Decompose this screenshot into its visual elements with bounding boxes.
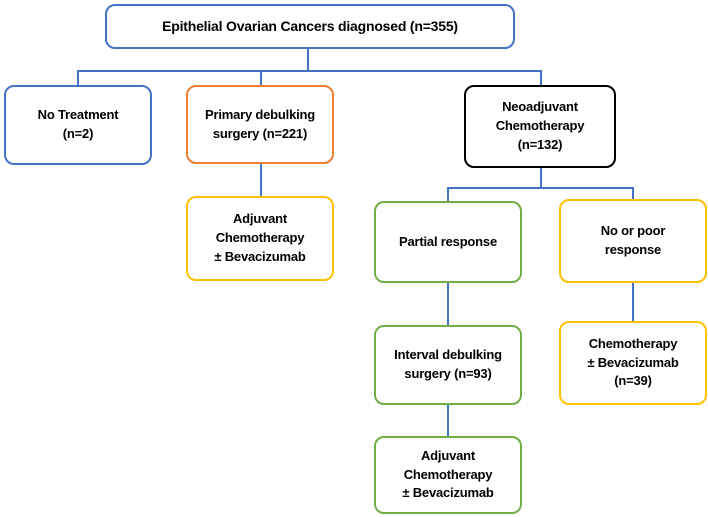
node-line: ± Bevacizumab xyxy=(402,485,494,501)
node-line: Epithelial Ovarian Cancers diagnosed (n=… xyxy=(162,18,458,35)
node-line: Chemotherapy xyxy=(495,118,585,134)
node-line: No Treatment xyxy=(37,107,119,123)
connector-row1-bus xyxy=(77,70,542,72)
node-line: Chemotherapy xyxy=(215,230,305,246)
node-no-treatment[interactable]: No Treatment (n=2) xyxy=(4,85,152,165)
node-line: response xyxy=(604,242,662,257)
node-interval-debulking-surgery[interactable]: Interval debulking surgery (n=93) xyxy=(374,325,522,405)
node-primary-debulking-surgery[interactable]: Primary debulking surgery (n=221) xyxy=(186,85,334,164)
connector-root-stem xyxy=(307,48,309,70)
node-neoadjuvant-chemotherapy[interactable]: Neoadjuvant Chemotherapy (n=132) xyxy=(464,85,616,168)
node-line: Interval debulking xyxy=(394,347,502,363)
node-line: (n=132) xyxy=(517,136,563,152)
node-line: No or poor xyxy=(600,223,666,239)
node-line: Adjuvant xyxy=(420,447,475,463)
connector-to-no-treatment xyxy=(77,70,79,85)
node-line: surgery (n=221) xyxy=(212,125,308,141)
node-epithelial-ovarian-cancers-diagnosed[interactable]: Epithelial Ovarian Cancers diagnosed (n=… xyxy=(105,4,515,49)
connector-poor-to-chemo xyxy=(632,283,634,322)
node-line: (n=39) xyxy=(614,373,652,389)
node-partial-response[interactable]: Partial response xyxy=(374,201,522,283)
node-line: (n=2) xyxy=(62,126,94,141)
connector-partial-to-interval xyxy=(447,283,449,325)
connector-primary-to-adjuvant xyxy=(260,163,262,196)
node-adjuvant-chemotherapy-after-primary-debulking[interactable]: Adjuvant Chemotherapy ± Bevacizumab xyxy=(186,196,334,281)
node-line: Partial response xyxy=(399,233,497,249)
node-chemotherapy-bevacizumab[interactable]: Chemotherapy ± Bevacizumab (n=39) xyxy=(559,321,707,405)
node-line: ± Bevacizumab xyxy=(214,248,306,264)
node-adjuvant-chemotherapy-after-interval-debulking[interactable]: Adjuvant Chemotherapy ± Bevacizumab xyxy=(374,436,522,514)
node-line: surgery (n=93) xyxy=(404,366,492,381)
node-no-or-poor-response[interactable]: No or poor response xyxy=(559,199,707,283)
connector-neoadjuvant-stem xyxy=(540,167,542,187)
node-line: ± Bevacizumab xyxy=(587,354,679,370)
connector-to-primary-debulking xyxy=(260,70,262,85)
node-line: Chemotherapy xyxy=(403,466,493,482)
connector-row2-bus xyxy=(447,187,633,189)
node-line: Chemotherapy xyxy=(588,335,678,351)
node-line: Primary debulking xyxy=(204,106,316,122)
connector-to-partial-response xyxy=(447,187,449,201)
connector-to-neoadjuvant xyxy=(540,70,542,86)
node-line: Neoadjuvant xyxy=(502,99,578,115)
connector-interval-to-adjuvant xyxy=(447,400,449,436)
node-line: Adjuvant xyxy=(232,211,287,227)
connector-to-no-or-poor-response xyxy=(632,187,634,199)
